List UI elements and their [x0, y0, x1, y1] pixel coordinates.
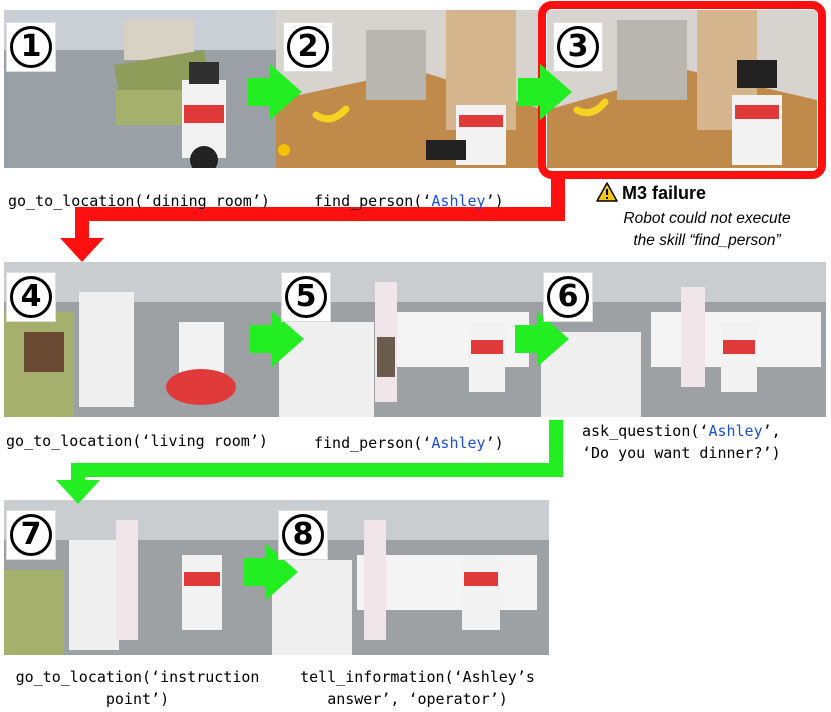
step-6-badge: 6 — [543, 272, 593, 322]
step-1-scene — [4, 10, 276, 168]
caption-step-6: ask_question(‘Ashley’, ‘Do you want dinn… — [582, 420, 781, 464]
arrow-5-6 — [515, 311, 569, 367]
caption-step-8: tell_information(‘Ashley’s answer’, ‘ope… — [290, 666, 545, 710]
next-connector — [71, 420, 563, 482]
caption-step-6-line2: ‘Do you want dinner?’) — [582, 444, 781, 462]
arrow-2-3 — [518, 64, 572, 120]
step-1-photo — [4, 10, 276, 168]
failure-title: M3 failure — [622, 183, 707, 203]
caption-step-5-name: Ashley — [431, 434, 486, 452]
failure-title-row: M3 failure — [596, 182, 816, 204]
step-3-scene — [547, 10, 817, 168]
step-4-badge: 4 — [6, 272, 56, 322]
caption-step-5-post: ’) — [485, 434, 504, 452]
failure-connector-arrowhead — [60, 238, 104, 262]
arrow-4-5 — [250, 311, 304, 367]
caption-step-4: go_to_location(‘living room’) — [6, 432, 268, 450]
caption-step-7: go_to_location(‘instruction point’) — [10, 666, 265, 710]
caption-step-2-name: Ashley — [431, 192, 486, 210]
caption-step-8-line2: answer’, ‘operator’) — [327, 690, 508, 708]
failure-desc-line1: Robot could not execute — [623, 210, 791, 227]
failure-description: Robot could not execute the skill “find_… — [596, 208, 818, 252]
step-5-badge: 5 — [281, 272, 331, 322]
caption-step-5: find_person(‘Ashley’) — [314, 432, 504, 454]
caption-step-2-post: ’) — [485, 192, 504, 210]
caption-step-7-line2: point’) — [105, 690, 170, 708]
next-connector-arrowhead — [56, 480, 100, 504]
step-8-badge: 8 — [278, 510, 328, 560]
step-3-badge: 3 — [553, 22, 603, 72]
failure-desc-line2: the skill “find_person” — [633, 232, 781, 249]
caption-step-2-pre: find_person(‘ — [314, 192, 432, 210]
caption-step-6-line1: ask_question(‘Ashley’, — [582, 422, 781, 440]
step-2-badge: 2 — [283, 22, 333, 72]
arrow-7-8 — [244, 544, 298, 600]
caption-step-7-line1: go_to_location(‘instruction — [15, 668, 260, 686]
caption-step-2: find_person(‘Ashley’) — [314, 190, 504, 212]
step-3-photo — [547, 10, 817, 168]
step-1-badge: 1 — [6, 22, 56, 72]
failure-connector — [75, 172, 565, 240]
caption-step-8-line1: tell_information(‘Ashley’s — [300, 668, 535, 686]
arrow-1-2 — [248, 64, 302, 120]
step-7-badge: 7 — [6, 510, 56, 560]
warning-icon — [596, 182, 618, 202]
caption-step-5-pre: find_person(‘ — [314, 434, 432, 452]
caption-step-1: go_to_location(‘dining room’) — [8, 192, 270, 210]
